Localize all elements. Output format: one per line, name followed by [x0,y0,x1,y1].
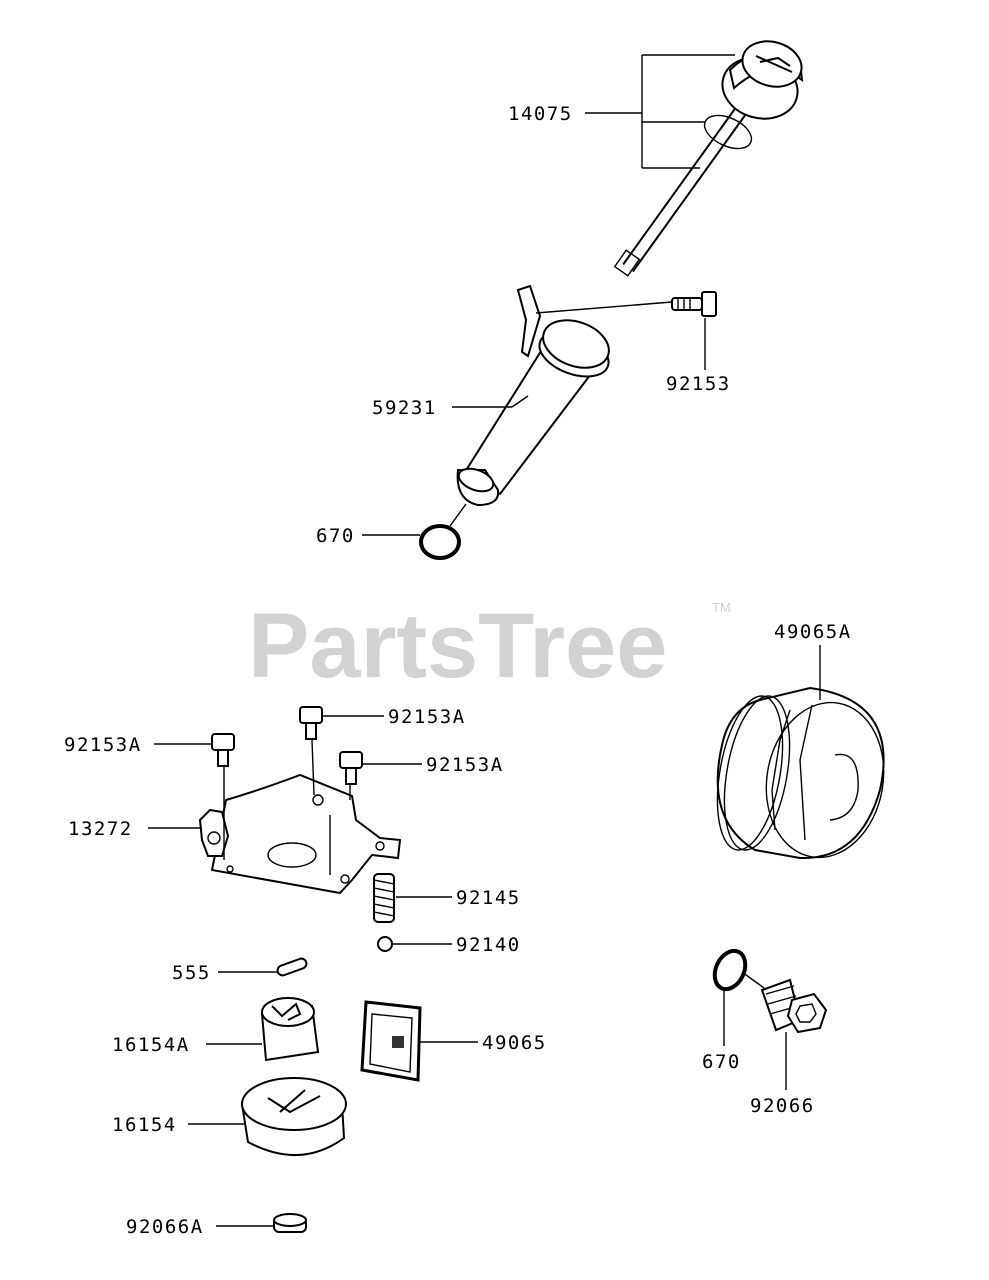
callout-49065a: 49065A [774,621,852,643]
callout-92066a: 92066A [126,1216,204,1238]
plate-13272-part[interactable] [198,773,402,895]
oil-filter-part[interactable] [707,686,896,867]
dipstick-tube-part[interactable] [456,284,616,507]
bolt-92153a-left-part[interactable] [211,733,235,767]
bolt-92153a-top-part[interactable] [299,706,323,740]
o-ring-670-lower-part[interactable] [709,946,751,994]
callout-16154a: 16154A [112,1034,190,1056]
callout-92153: 92153 [666,373,731,395]
bolt-92153a-right-part[interactable] [339,751,363,785]
callout-92153a-top: 92153A [388,706,466,728]
callout-13272: 13272 [68,818,133,840]
watermark-trademark: TM [712,600,731,615]
dipstick-part[interactable] [613,35,807,277]
callout-92066: 92066 [750,1095,815,1117]
callout-555: 555 [172,962,211,984]
callout-92153a-left: 92153A [64,734,142,756]
pin-555-part[interactable] [276,957,308,977]
watermark-text: PartsTree [248,595,667,697]
callout-49065: 49065 [482,1032,547,1054]
strainer-49065-part[interactable] [360,1000,422,1082]
o-ring-670-upper-part[interactable] [419,524,461,560]
inner-rotor-16154a-part[interactable] [260,997,320,1062]
callout-16154: 16154 [112,1114,177,1136]
callout-670-lower: 670 [702,1051,741,1073]
drain-plug-92066-part[interactable] [760,978,828,1034]
callout-92145: 92145 [456,887,521,909]
callout-59231: 59231 [372,397,437,419]
outer-rotor-16154-part[interactable] [240,1077,347,1157]
callout-92153a-right: 92153A [426,754,504,776]
ball-92140-part[interactable] [377,936,393,952]
bolt-92153-part[interactable] [671,291,717,317]
callout-14075: 14075 [508,103,573,125]
spring-92145-part[interactable] [373,873,395,923]
callout-92140: 92140 [456,934,521,956]
plug-92066a-part[interactable] [273,1213,307,1233]
leader-lines [148,54,821,1227]
callout-670-upper: 670 [316,525,355,547]
